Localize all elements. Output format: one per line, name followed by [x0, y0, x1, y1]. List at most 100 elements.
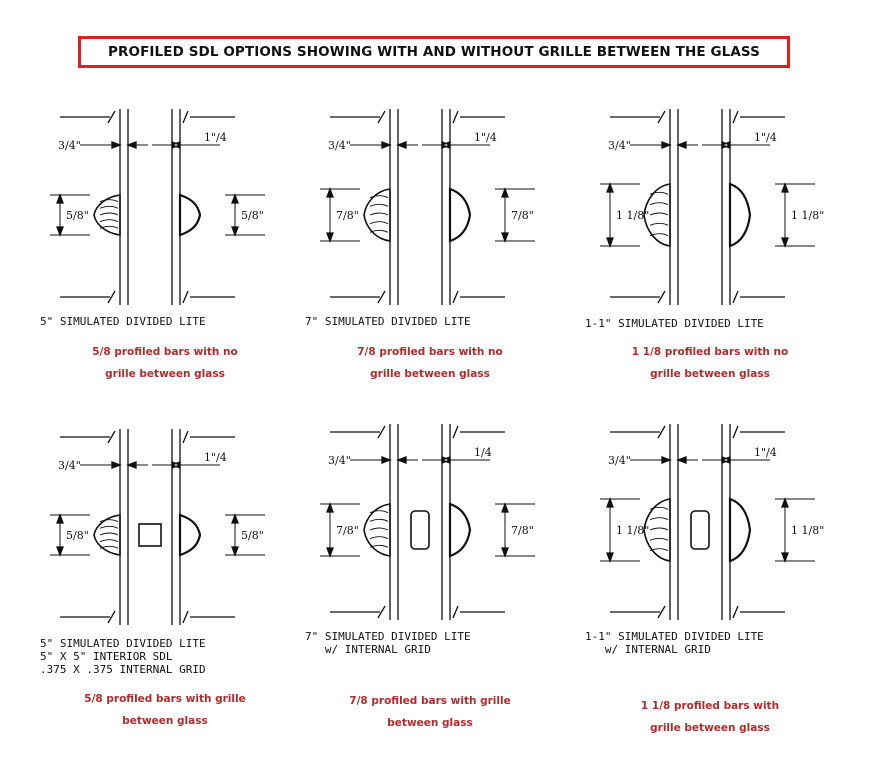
drawing-caption: 1-1" SIMULATED DIVIDED LITE — [585, 317, 835, 330]
dimension-label-right-height: 5/8" — [241, 529, 264, 542]
internal-grid-bar — [138, 523, 162, 547]
note-line: 5/8 profiled bars with grille — [84, 693, 246, 705]
sdl-section-drawing: 7/8"7/8"3/4"1/4 — [320, 424, 535, 620]
wood-grain-line — [99, 539, 119, 543]
dimension-label-top-left: 3/4" — [58, 459, 81, 472]
dimension-label-top-right: 1"/4 — [474, 131, 497, 144]
wood-grain-line — [369, 229, 389, 233]
break-line — [610, 605, 785, 619]
interior-profiled-bar — [93, 194, 121, 236]
exterior-profiled-bar — [448, 502, 472, 558]
arrow-head — [170, 141, 182, 149]
note-line: grille between glass — [650, 368, 770, 380]
dimension-label-right-height: 7/8" — [511, 524, 534, 537]
arrow-head — [56, 513, 64, 557]
dimension-label-right-height: 7/8" — [511, 209, 534, 222]
note-line: between glass — [122, 715, 208, 727]
interior-profiled-bar — [363, 503, 391, 557]
caption-line: w/ INTERNAL GRID — [305, 643, 431, 656]
break-line — [610, 110, 785, 124]
wood-grain-line — [369, 536, 389, 540]
note-line: grille between glass — [370, 368, 490, 380]
wood-grain-line — [649, 548, 669, 552]
sdl-section-drawing: 5/8"5/8"3/4"1"/4 — [50, 109, 265, 305]
arrow-head — [170, 461, 182, 469]
arrow-head — [661, 141, 687, 149]
wood-grain-line — [99, 199, 119, 203]
internal-grid-bar — [690, 510, 710, 550]
interior-profiled-bar — [643, 183, 671, 247]
wood-grain-line — [369, 212, 389, 216]
arrow-head — [501, 187, 509, 243]
exterior-profiled-bar — [728, 497, 752, 563]
break-line — [60, 610, 235, 624]
drawing-caption: 7" SIMULATED DIVIDED LITE w/ INTERNAL GR… — [305, 630, 555, 656]
note-line: 1 1/8 profiled bars with — [640, 700, 780, 712]
note-line: 1 1/8 profiled bars with no — [631, 346, 789, 358]
dimension-label-top-left: 3/4" — [328, 139, 351, 152]
arrow-head — [501, 502, 509, 558]
dimension-label-top-left: 3/4" — [608, 139, 631, 152]
drawing-caption: 1-1" SIMULATED DIVIDED LITE w/ INTERNAL … — [585, 630, 835, 656]
wood-grain-line — [369, 510, 389, 514]
dimension-label-right-height: 1 1/8" — [791, 209, 824, 222]
break-line — [330, 290, 505, 304]
arrow-head — [661, 456, 687, 464]
wood-grain-line — [99, 525, 119, 529]
caption-line: 5" X 5" INTERIOR SDL — [40, 650, 173, 663]
wood-grain-line — [99, 212, 119, 216]
wood-grain-line — [649, 233, 669, 237]
dimension-label-top-right: 1"/4 — [204, 131, 227, 144]
wood-grain-line — [649, 222, 669, 226]
wood-grain-line — [649, 537, 669, 541]
dimension-label-left-height: 5/8" — [66, 209, 89, 222]
dimension-label-left-height: 7/8" — [336, 209, 359, 222]
arrow-head — [231, 193, 239, 237]
arrow-head — [326, 187, 334, 243]
arrow-head — [381, 456, 407, 464]
break-line — [60, 290, 235, 304]
arrow-head — [781, 497, 789, 563]
sdl-panel-5-8-no-grille: 5/8"5/8"3/4"1"/4 5" SIMULATED DIVIDED LIT… — [40, 105, 290, 420]
internal-grid-bar — [410, 510, 430, 550]
wood-grain-line — [649, 191, 669, 195]
note-line: 7/8 profiled bars with grille — [349, 695, 511, 707]
arrow-head — [56, 193, 64, 237]
caption-line: 1-1" SIMULATED DIVIDED LITE — [585, 317, 764, 330]
wood-grain-line — [99, 532, 119, 536]
caption-line: 1-1" SIMULATED DIVIDED LITE — [585, 630, 764, 643]
caption-line: 5" SIMULATED DIVIDED LITE — [40, 637, 206, 650]
note-line: 5/8 profiled bars with no — [92, 346, 238, 358]
break-line — [610, 290, 785, 304]
caption-line: 5" SIMULATED DIVIDED LITE — [40, 315, 206, 328]
dimension-label-left-height: 1 1/8" — [616, 524, 649, 537]
dimension-label-top-right: 1/4 — [474, 446, 492, 459]
break-line — [60, 110, 235, 124]
arrow-head — [111, 461, 137, 469]
arrow-head — [326, 502, 334, 558]
wood-grain-line — [649, 506, 669, 510]
wood-grain-line — [369, 544, 389, 548]
arrow-head — [381, 141, 407, 149]
arrow-head — [606, 182, 614, 248]
interior-profiled-bar — [93, 514, 121, 556]
break-line — [610, 425, 785, 439]
dimension-label-top-right: 1"/4 — [204, 451, 227, 464]
wood-grain-line — [369, 221, 389, 225]
option-note: 5/8 profiled bars with grille between gla… — [40, 688, 290, 732]
wood-grain-line — [99, 225, 119, 229]
arrow-head — [440, 141, 452, 149]
dimension-label-top-left: 3/4" — [328, 454, 351, 467]
dimension-label-top-right: 1"/4 — [754, 131, 777, 144]
wood-grain-line — [99, 205, 119, 209]
wood-grain-line — [369, 195, 389, 199]
sdl-section-drawing: 5/8"5/8"3/4"1"/4 — [50, 429, 265, 625]
wood-grain-line — [369, 518, 389, 522]
wood-grain-line — [649, 517, 669, 521]
